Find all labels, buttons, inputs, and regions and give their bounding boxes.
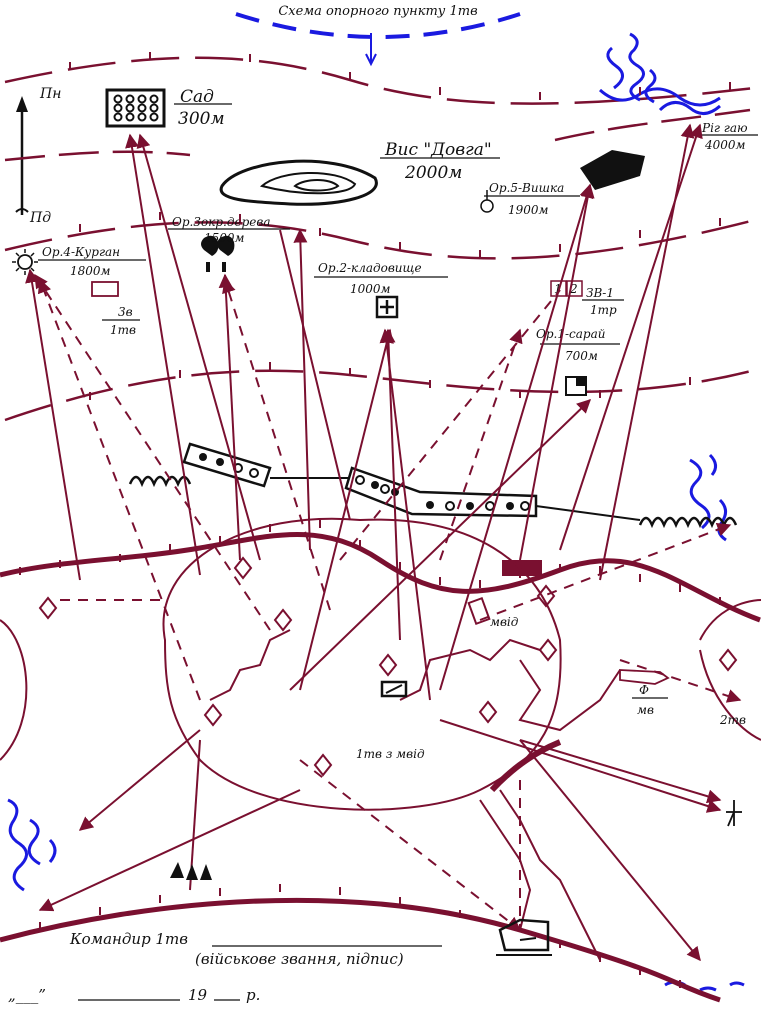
firing-position-icon	[38, 556, 738, 777]
garden-name: Сад	[180, 87, 214, 107]
or5-distance: 1900м	[508, 203, 549, 217]
zv1-boxes	[550, 280, 583, 297]
sector-ticks	[19, 52, 731, 988]
height-name: Вис "Довга"	[384, 140, 492, 160]
mortar-marker-icon	[619, 669, 670, 685]
mvid-marker-icon	[467, 596, 491, 626]
barn-icon	[565, 376, 587, 396]
command-post-icon	[496, 918, 552, 956]
tank-icon	[380, 680, 408, 698]
or3-name: Ор.3окр.дерева	[172, 215, 270, 229]
tower-marker-icon	[480, 190, 494, 213]
zv-left-sub: 1тв	[110, 323, 136, 337]
observer-icon	[726, 800, 742, 827]
or2-name: Ор.2-кладовище	[318, 261, 422, 275]
mound-icon	[12, 249, 38, 275]
compass-south: Пд	[29, 210, 51, 226]
or3-distance: 1500м	[204, 231, 245, 245]
dashed-fire-arrows	[34, 273, 742, 931]
barrier-line	[128, 442, 738, 529]
hill-contour-icon	[219, 159, 378, 206]
map-title: Схема опорного пункту 1тв	[278, 4, 477, 19]
tower-icon	[580, 150, 645, 190]
zv1-number-2: 2	[569, 282, 578, 296]
zv-left: 3в	[118, 305, 133, 319]
height-distance: 2000м	[404, 163, 462, 183]
zv1-sub: 1тр	[590, 303, 617, 317]
phi-label: Ф	[639, 683, 649, 697]
compass-arrow-icon	[15, 96, 29, 215]
signature-caption: (військове звання, підпис)	[195, 950, 404, 968]
or4-distance: 1800м	[70, 264, 111, 278]
title-arc	[235, 12, 521, 67]
or5-name: Ор.5-Вишка	[489, 181, 564, 195]
or1-name: Ор.1-сарай	[536, 327, 605, 341]
garden-icon	[105, 88, 166, 128]
garden-distance: 300м	[178, 109, 225, 129]
or4-name: Ор.4-Курган	[42, 245, 120, 259]
right-unit-label: 2тв	[719, 713, 746, 727]
zv1-label: ЗВ-1	[586, 286, 614, 300]
or2-distance: 1000м	[350, 282, 391, 296]
position-marker-icon	[91, 281, 119, 297]
zv1-number-1: 1	[554, 282, 562, 296]
commander-label: Командир 1тв	[69, 930, 188, 948]
obstacle-icon	[170, 862, 212, 880]
fire-arrows	[25, 123, 722, 962]
or1-distance: 700м	[565, 349, 598, 363]
date-year: 19	[188, 986, 208, 1004]
compass-north: Пн	[39, 86, 61, 102]
trench-lines	[209, 629, 621, 961]
phi-sub: мв	[637, 703, 654, 717]
center-unit-label: 1тв з мвід	[356, 747, 425, 761]
mvid-label: мвід	[490, 615, 519, 629]
grove-name: Ріг гаю	[701, 121, 748, 135]
date-suffix: р.	[246, 986, 260, 1004]
water-icon	[7, 32, 745, 992]
date-prefix: „___”	[8, 986, 46, 1004]
cemetery-icon	[375, 295, 399, 319]
grove-distance: 4000м	[704, 138, 746, 152]
trees-icon	[201, 235, 235, 272]
front-line	[0, 532, 761, 1003]
